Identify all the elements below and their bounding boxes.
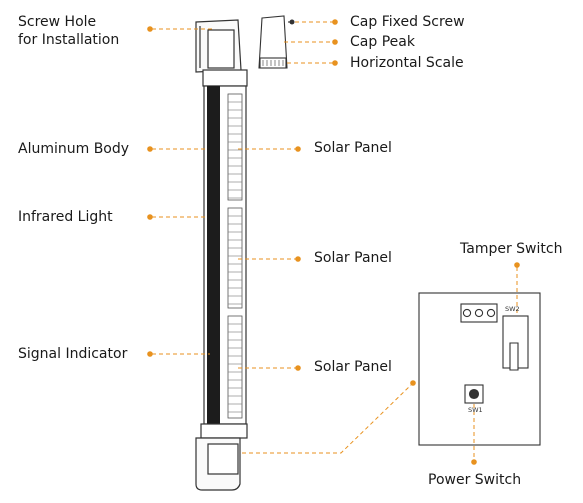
leader-dots [147,19,520,465]
leader-lines [152,21,518,460]
cap-detail [258,15,295,69]
label-cap-peak: Cap Peak [350,34,415,50]
beam-column [195,19,248,491]
top-collar [202,69,248,87]
solar-cells [228,101,242,413]
solar-panel-stack [227,93,243,419]
terminal-block [460,303,498,323]
top-cap-window [207,29,235,69]
label-power-switch: Power Switch [428,472,522,488]
label-solar-panel-bottom: Solar Panel [314,359,392,375]
label-tamper-switch: Tamper Switch [460,241,563,257]
label-sw1: SW1 [468,406,483,414]
label-sw2: SW2 [505,305,520,313]
label-signal-indicator: Signal Indicator [18,346,128,362]
bottom-cap-window [207,443,239,475]
label-aluminum-body: Aluminum Body [18,141,130,157]
label-infrared-light: Infrared Light [18,209,113,225]
circuit-board [418,292,541,446]
label-solar-panel-middle: Solar Panel [314,250,392,266]
label-horizontal-scale: Horizontal Scale [350,55,464,71]
label-solar-panel-top: Solar Panel [314,140,392,156]
bottom-collar [200,423,248,439]
label-cap-fixed-screw: Cap Fixed Screw [350,14,465,30]
label-screw-hole: Screw Hole for Installation [18,14,120,48]
infrared-strip [207,86,220,424]
cap-screw-icon [289,19,295,25]
